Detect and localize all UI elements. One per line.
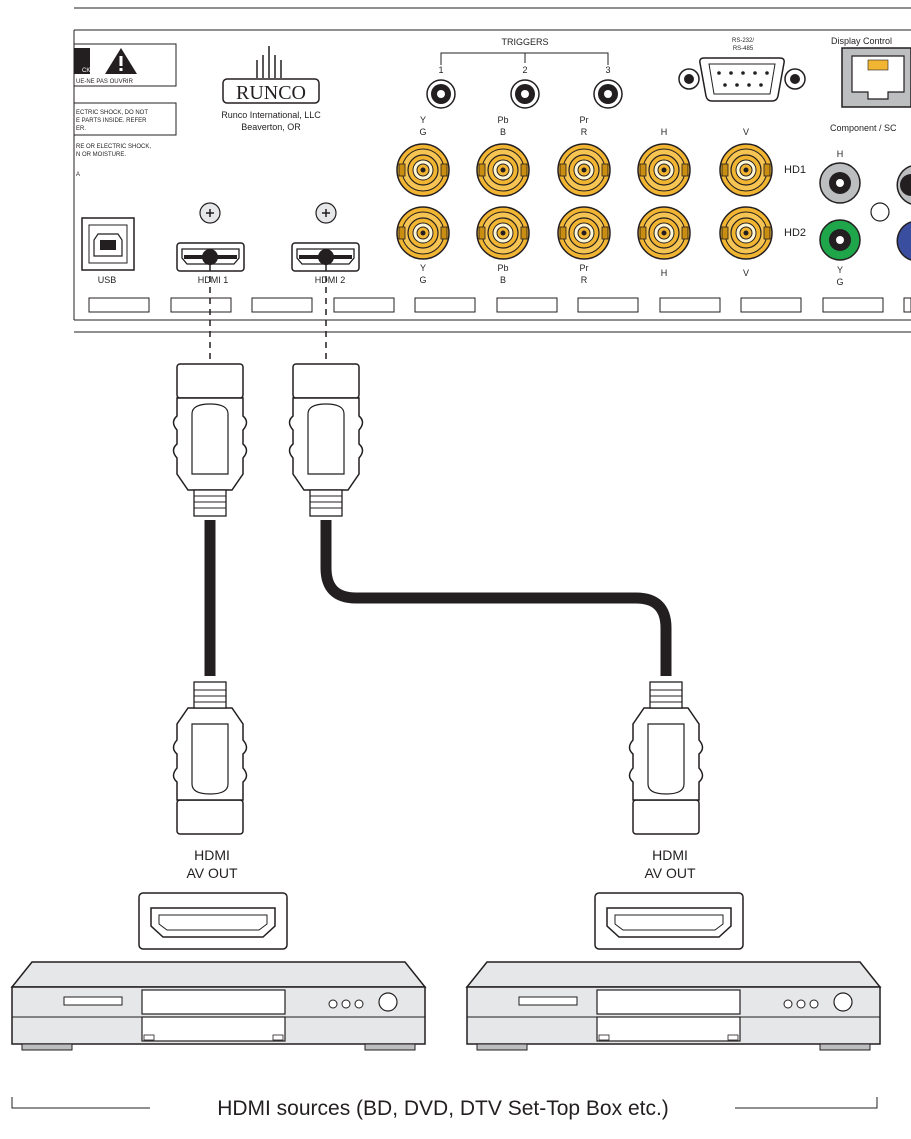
component-label: Y bbox=[837, 265, 843, 275]
warning-text: ER. bbox=[76, 126, 86, 132]
rs232-label: RS-232/ bbox=[732, 38, 754, 44]
hdmi2-label: HDMI 2 bbox=[315, 275, 346, 285]
bnc-hd2-h[interactable] bbox=[637, 206, 691, 260]
bnc-label: V bbox=[743, 127, 749, 137]
bnc-label: Y bbox=[420, 263, 426, 273]
display-control-label: Display Control bbox=[831, 36, 892, 46]
bnc-label: Pb bbox=[497, 115, 508, 125]
source-device-1 bbox=[11, 961, 426, 1051]
bnc-hd1-v[interactable] bbox=[719, 143, 773, 197]
display-control-port[interactable]: Display Control bbox=[831, 36, 911, 108]
bnc-hd1-pr[interactable] bbox=[557, 143, 611, 197]
hdmi-plug-bottom-1 bbox=[174, 682, 247, 834]
rs232-port[interactable]: RS-232/ RS-485 bbox=[678, 38, 806, 102]
hdmi-plug-top-1 bbox=[172, 363, 248, 517]
bnc-label: Pb bbox=[497, 263, 508, 273]
bnc-label: Pr bbox=[580, 115, 589, 125]
bnc-hd2-pb[interactable] bbox=[476, 206, 530, 260]
bnc-label: Pr bbox=[580, 263, 589, 273]
caption: HDMI sources (BD, DVD, DTV Set-Top Box e… bbox=[217, 1097, 669, 1120]
warning-text: CK bbox=[82, 68, 90, 74]
bnc-hd2-pr[interactable] bbox=[557, 206, 611, 260]
bnc-hd2-y[interactable] bbox=[396, 206, 450, 260]
warning-text: UE-NE PAS OUVRIR bbox=[76, 79, 134, 85]
warning-text: A bbox=[76, 172, 80, 178]
bnc-label: Y bbox=[420, 115, 426, 125]
caption-bracket bbox=[11, 1097, 878, 1109]
company-city: Beaverton, OR bbox=[241, 122, 301, 132]
bnc-label: G bbox=[419, 127, 426, 137]
source-hdmi-port-2[interactable] bbox=[594, 892, 744, 950]
bnc-label: H bbox=[661, 268, 668, 278]
source-output-label: AV OUT bbox=[186, 865, 238, 881]
cable-guides bbox=[209, 265, 327, 364]
hdmi-plug-top-2 bbox=[288, 363, 364, 517]
bnc-group: Y G Pb B Pr R H V HD1 HD2 Y G Pb B Pr R … bbox=[396, 115, 806, 285]
warning-text: ECTRIC SHOCK, DO NOT bbox=[76, 110, 148, 116]
trigger-label: 2 bbox=[522, 65, 527, 75]
bnc-label: G bbox=[419, 275, 426, 285]
warning-text: RE OR ELECTRIC SHOCK, bbox=[76, 144, 151, 150]
bnc-label: B bbox=[500, 275, 506, 285]
hdmi-plug-bottom-2 bbox=[630, 682, 703, 834]
hdmi1-label: HDMI 1 bbox=[198, 275, 229, 285]
company-name: Runco International, LLC bbox=[221, 110, 321, 120]
bnc-label: R bbox=[581, 127, 588, 137]
trigger-jack[interactable] bbox=[510, 79, 540, 109]
source-device-2 bbox=[466, 961, 881, 1051]
warning-text: N OR MOISTURE. bbox=[76, 152, 126, 158]
usb-port[interactable]: USB bbox=[81, 217, 135, 285]
hd1-label: HD1 bbox=[784, 164, 806, 176]
component-label: H bbox=[837, 149, 844, 159]
hdmi2-port[interactable]: HDMI 2 bbox=[291, 202, 360, 285]
source-hdmi-port-1[interactable] bbox=[138, 892, 288, 950]
label-slots bbox=[88, 297, 911, 313]
runco-logo-icon bbox=[256, 46, 282, 78]
usb-label: USB bbox=[98, 275, 117, 285]
bnc-hd2-v[interactable] bbox=[719, 206, 773, 260]
component-group: Component / SC H Y G bbox=[819, 123, 911, 287]
bnc-hd1-y[interactable] bbox=[396, 143, 450, 197]
triggers-title: TRIGGERS bbox=[501, 37, 548, 47]
source-output-label: HDMI bbox=[194, 847, 230, 863]
rs232-label: RS-485 bbox=[733, 46, 754, 52]
bnc-hd1-pb[interactable] bbox=[476, 143, 530, 197]
component-title: Component / SC bbox=[830, 123, 897, 133]
hd2-label: HD2 bbox=[784, 227, 806, 239]
hdmi-cable-2 bbox=[320, 520, 672, 676]
trigger-jack[interactable] bbox=[426, 79, 456, 109]
triggers-group: TRIGGERS 1 2 3 bbox=[426, 37, 623, 109]
trigger-label: 3 bbox=[605, 65, 610, 75]
bnc-label: R bbox=[581, 275, 588, 285]
bnc-label: V bbox=[743, 268, 749, 278]
bnc-label: H bbox=[661, 127, 668, 137]
source-output-label: HDMI bbox=[652, 847, 688, 863]
component-label: G bbox=[836, 277, 843, 287]
brand-block: RUNCO Runco International, LLC Beaverton… bbox=[221, 46, 321, 132]
bnc-label: B bbox=[500, 127, 506, 137]
runco-logo-text: RUNCO bbox=[236, 82, 306, 104]
trigger-label: 1 bbox=[438, 65, 443, 75]
warning-text: E PARTS INSIDE. REFER bbox=[76, 118, 147, 124]
source-output-label: AV OUT bbox=[644, 865, 696, 881]
trigger-jack[interactable] bbox=[593, 79, 623, 109]
hdmi1-port[interactable]: HDMI 1 bbox=[176, 202, 245, 285]
warning-label: CK UE-NE PAS OUVRIR ECTRIC SHOCK, DO NOT… bbox=[73, 43, 177, 178]
bnc-hd1-h[interactable] bbox=[637, 143, 691, 197]
